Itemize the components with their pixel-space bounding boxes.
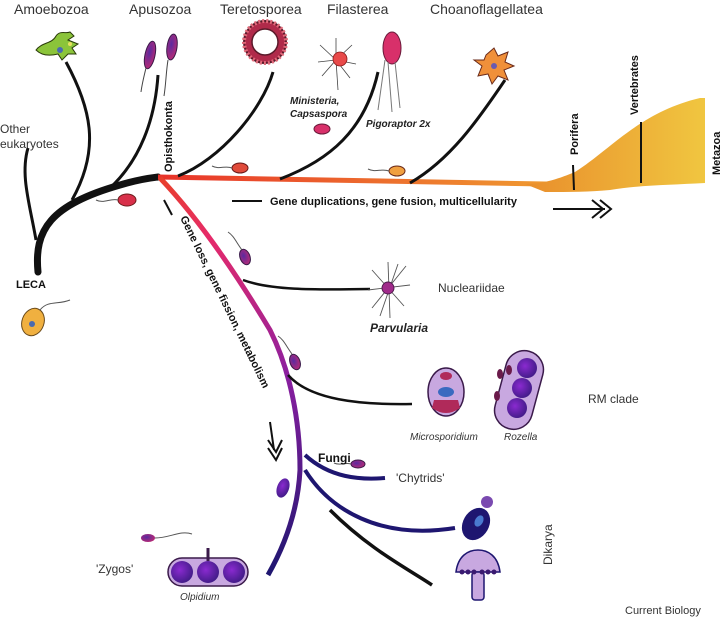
choanoflagellate-colony-icon	[472, 47, 516, 86]
teretosporea-illustration-icon	[242, 19, 288, 65]
label-porifera: Porifera	[569, 113, 581, 155]
label-other-eukaryotes-2: eukaryotes	[0, 137, 59, 151]
leca-cell-icon	[21, 299, 71, 337]
branch-teretosporea	[177, 71, 275, 178]
chytrid-zoospore-icon	[333, 459, 366, 469]
label-vertebrates: Vertebrates	[629, 55, 641, 115]
fungal-spore-icon	[276, 478, 290, 498]
label-fungi: Fungi	[318, 451, 351, 465]
olpidium-illustration-icon	[141, 532, 249, 587]
leca-trunk	[33, 173, 162, 276]
ministeria-illustration-icon	[317, 38, 357, 91]
rozella-illustration-icon	[493, 349, 545, 431]
branch-fungi-chytrids	[303, 453, 386, 481]
label-leca: LECA	[16, 279, 46, 291]
holozoa-flagellate-icon	[211, 162, 249, 174]
label-opisthokonta: Opisthokonta	[163, 100, 175, 172]
branch-fungi-dikarya-1	[303, 468, 456, 533]
double-chevron-down-icon	[267, 439, 283, 462]
branch-holomycota	[158, 176, 303, 577]
label-rozella: Rozella	[504, 432, 538, 443]
ascomycete-illustration-icon	[461, 496, 493, 541]
label-holomycota-trend: Gene loss, gene fission, metabolism	[177, 214, 271, 390]
label-filasterea: Filasterea	[327, 1, 389, 17]
label-ministeria: Ministeria,	[290, 96, 339, 107]
amoebozoa-illustration-icon	[35, 31, 80, 61]
label-olpidium: Olpidium	[180, 592, 219, 603]
mushroom-illustration-icon	[455, 549, 501, 601]
apusozoa-illustration-icon	[140, 33, 178, 97]
microsporidium-illustration-icon	[427, 367, 465, 417]
label-capsaspora: Capsaspora	[290, 109, 348, 120]
credit-current-biology: Current Biology	[625, 605, 701, 617]
nucleariid-illustration-icon	[367, 261, 411, 319]
label-parvularia: Parvularia	[370, 321, 428, 335]
opisthokont-flagellate-icon	[95, 193, 137, 207]
capsaspora-cell-icon	[313, 123, 331, 135]
double-chevron-right-icon	[591, 199, 613, 219]
branch-other-eukaryotes	[23, 147, 38, 241]
branch-holozoa	[157, 174, 571, 191]
label-chytrids: 'Chytrids'	[396, 471, 445, 485]
label-dikarya: Dikarya	[541, 524, 555, 565]
label-apusozoa: Apusozoa	[129, 1, 191, 17]
branch-fungi-dikarya-2	[328, 508, 433, 587]
holomycota-trend-line	[269, 421, 275, 451]
branch-nucleariidae	[242, 278, 371, 291]
label-rm-clade: RM clade	[588, 392, 639, 406]
label-microsporidium: Microsporidium	[410, 432, 478, 443]
branch-choanoflagellatea	[409, 79, 507, 185]
label-other-eukaryotes-1: Other	[0, 122, 30, 136]
label-amoebozoa: Amoebozoa	[14, 1, 89, 17]
label-metazoa: Metazoa	[711, 131, 720, 175]
pigoraptor-illustration-icon	[377, 31, 402, 113]
branch-amoebozoa	[64, 61, 92, 201]
holomycota-trend-line-top	[163, 199, 173, 216]
branch-rm-clade	[287, 374, 413, 406]
metazoa-wedge	[525, 98, 705, 192]
label-teretosporea: Teretosporea	[220, 1, 302, 17]
branch-filasterea	[279, 71, 380, 181]
label-nucleariidae: Nucleariidae	[438, 281, 505, 295]
label-choanoflagellatea: Choanoflagellatea	[430, 1, 543, 17]
holomycota-flagellate-icon	[227, 231, 251, 266]
holozoa-flagellate-2-icon	[367, 165, 406, 177]
label-pigoraptor: Pigoraptor 2x	[366, 119, 431, 130]
label-zygos: 'Zygos'	[96, 562, 133, 576]
porifera-tick	[572, 164, 575, 191]
branch-apusozoa	[108, 74, 160, 190]
rm-flagellate-icon	[277, 335, 301, 371]
label-holozoa-trend: Gene duplications, gene fusion, multicel…	[270, 196, 518, 208]
